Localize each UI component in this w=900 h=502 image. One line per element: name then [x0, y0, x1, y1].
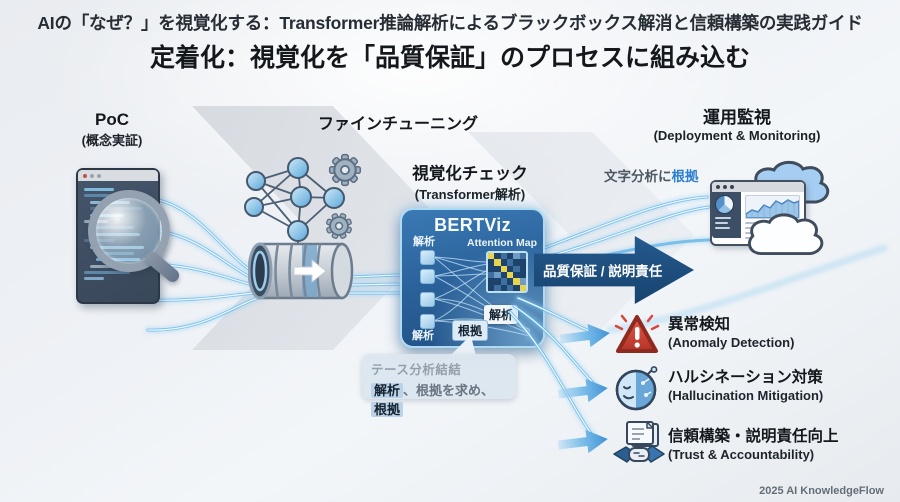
stage-check-label: 視覚化チェック (Transformer解析) — [412, 165, 528, 202]
window-dot-red — [83, 173, 87, 178]
analysis-badge: 解析 — [484, 305, 519, 324]
token-square — [420, 269, 435, 284]
editor-titlebar — [78, 170, 158, 181]
attention-map-heatmap — [486, 251, 528, 293]
window-dot — [723, 185, 727, 189]
window-dot — [90, 173, 94, 178]
cloud-front-icon — [748, 213, 824, 256]
warning-triangle-icon — [614, 314, 660, 353]
token-square — [420, 250, 435, 265]
callout-bubble: テース分析結結 解析、根拠を求め、根拠 — [362, 354, 516, 417]
flow-arrow-icon — [556, 425, 609, 459]
slide-subtitle: 定着化：視覚化を「品質保証」のプロセスに組み込む — [149, 44, 750, 72]
callout-line2: 解析、根拠を求め、根拠 — [371, 380, 507, 418]
callout-middle-text: 、根拠を求め、 — [403, 383, 495, 398]
outcome-trust: 信頼構築・説明責任向上 (Trust & Accountability) — [668, 428, 839, 462]
callout-line1: テース分析結結 — [371, 363, 462, 377]
stage-poc-label: PoC (概念実証) — [81, 110, 143, 148]
input-tag-bottom: 解析 — [412, 330, 434, 342]
trust-handshake-icon — [613, 421, 665, 463]
token-square — [420, 292, 435, 307]
callout-highlight-evidence: 根拠 — [371, 402, 404, 417]
flow-arrow-icon — [556, 374, 609, 408]
monitor-note-highlight: 根拠 — [671, 169, 699, 184]
pie-chart-icon — [715, 195, 734, 214]
outcome-label: ハルシネーション対策 — [668, 369, 823, 386]
attention-map-label: Attention Map — [467, 237, 537, 249]
slide-title: AIの「なぜ？」を視覚化する：Transformer推論解析によるブラックボック… — [37, 13, 863, 33]
hallucination-face-icon — [615, 366, 658, 411]
monitor-note: 文字分析に根拠 — [604, 165, 699, 185]
stage-finetuning-label: ファインチューニング — [317, 116, 478, 133]
dashboard-side-panel — [712, 192, 741, 238]
neural-network-icon — [244, 153, 362, 248]
outcome-hallucination: ハルシネーション対策 (Hallucination Mitigation) — [668, 369, 823, 403]
token-square — [420, 314, 435, 329]
dashboard-titlebar — [712, 182, 804, 192]
outcome-sublabel: (Trust & Accountability) — [668, 447, 815, 463]
bertviz-title: BERTViz — [434, 215, 511, 235]
gear-icon — [328, 153, 362, 187]
window-dot — [730, 185, 734, 189]
qa-arrow-label: 品質保証 / 説明責任 — [543, 264, 663, 279]
outcome-sublabel: (Anomaly Detection) — [668, 335, 795, 351]
window-dot — [97, 173, 101, 178]
input-tag-top: 解析 — [413, 236, 435, 248]
callout-highlight-analysis: 解析 — [371, 383, 404, 398]
monitor-note-prefix: 文字分析に — [604, 169, 672, 184]
window-dot — [716, 185, 720, 189]
footer-credit: 2025 AI KnowledgeFlow — [759, 485, 884, 497]
outcome-label: 信頼構築・説明責任向上 — [668, 428, 839, 445]
outcome-label: 異常検知 — [668, 316, 731, 333]
stage-monitoring-label: 運用監視 (Deployment & Monitoring) — [653, 108, 821, 143]
bertviz-panel: BERTViz 解析 解析 Attention Map 解析 根拠 — [400, 208, 545, 348]
pipeline-icon — [248, 242, 354, 300]
outcome-sublabel: (Hallucination Mitigation) — [668, 388, 824, 404]
outcome-anomaly: 異常検知 (Anomaly Detection) — [668, 316, 794, 350]
